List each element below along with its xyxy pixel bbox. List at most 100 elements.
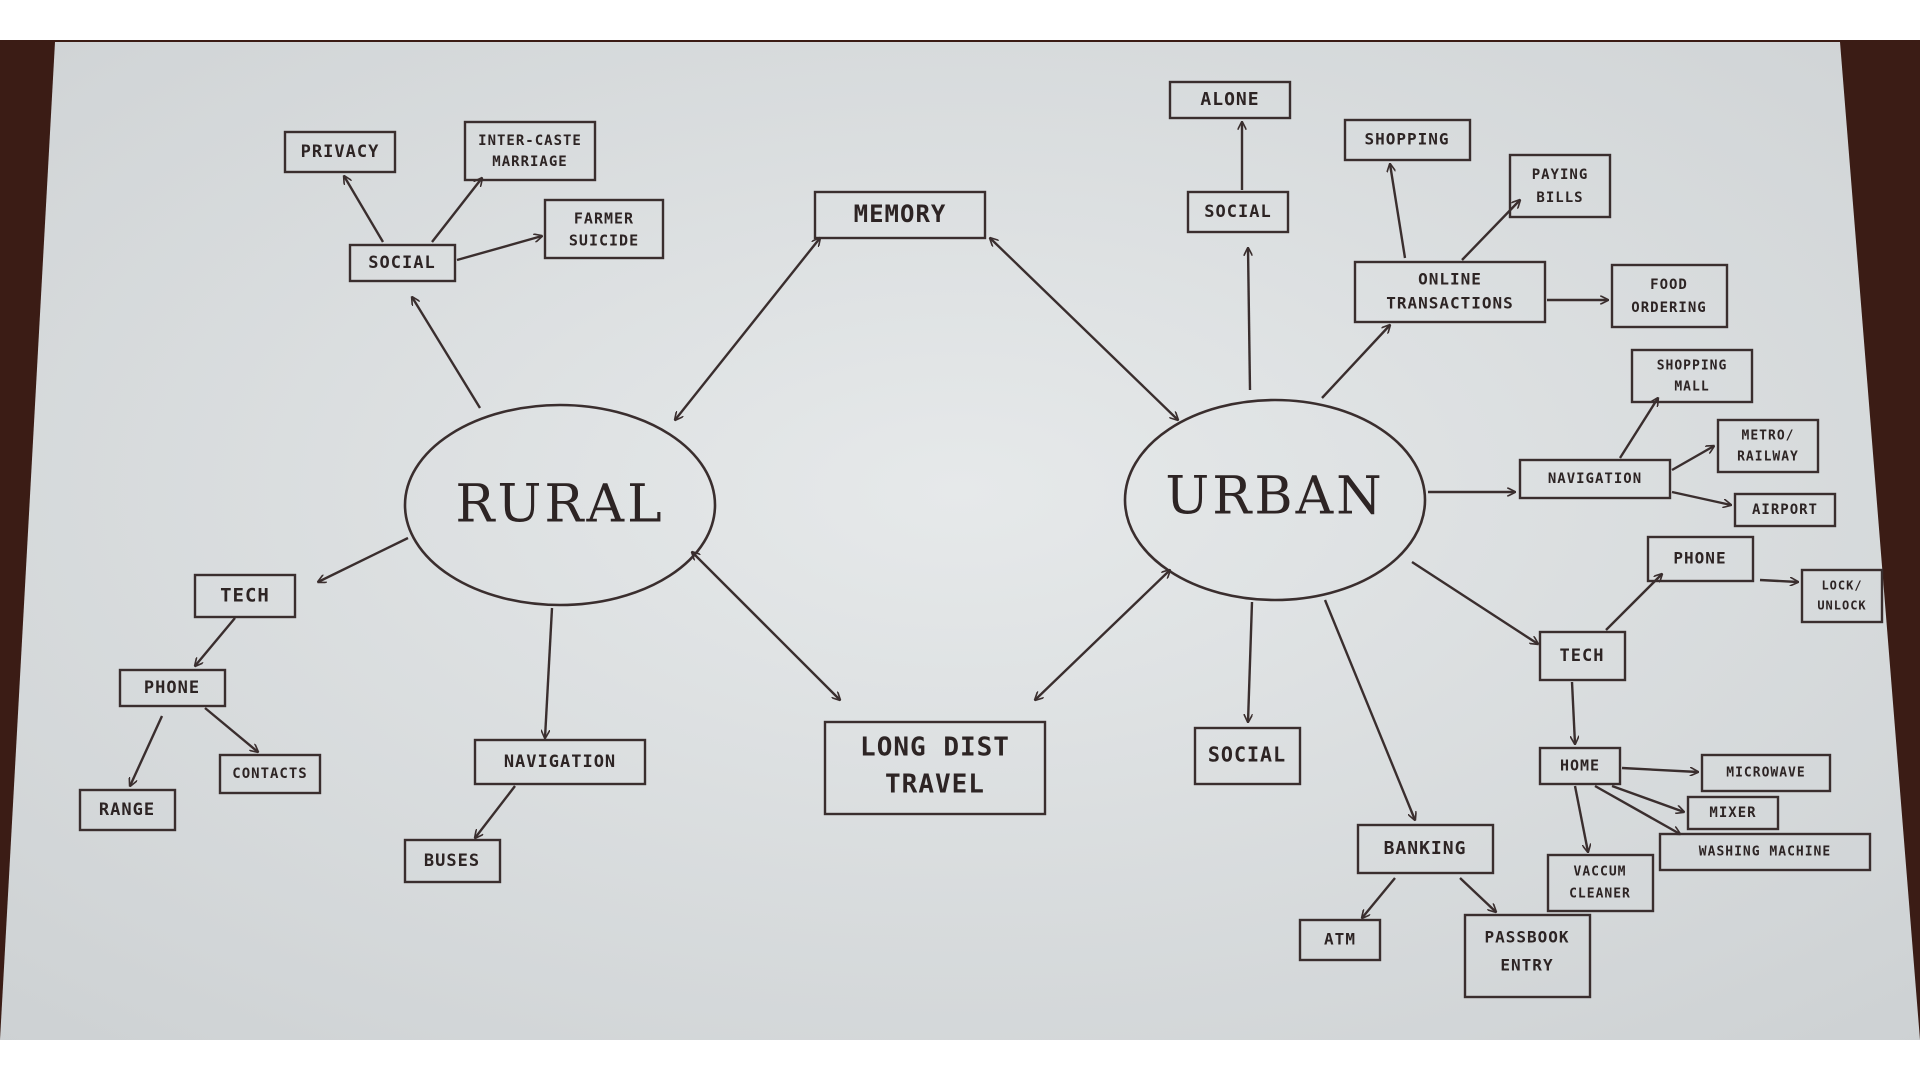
node-microwave-label: MICROWAVE: [1726, 766, 1805, 781]
node-long-dist-travel: LONG DIST TRAVEL: [823, 720, 1047, 816]
node-metro-railway-line2: RAILWAY: [1737, 450, 1799, 465]
hub-rural: RURAL: [403, 403, 717, 607]
node-long-dist-travel-line2: TRAVEL: [885, 770, 985, 800]
node-buses-label: BUSES: [424, 851, 480, 871]
node-urban-social-bottom: SOCIAL: [1193, 726, 1302, 786]
edge-ruralnav-buses: [475, 785, 516, 838]
node-urban-tech: TECH: [1538, 630, 1627, 682]
hub-rural-circle: [403, 403, 717, 607]
node-rural-navigation-label: NAVIGATION: [504, 752, 616, 772]
node-washing-machine: WASHING MACHINE: [1658, 832, 1872, 872]
node-metro-railway: METRO/ RAILWAY: [1716, 418, 1820, 474]
node-shopping-mall-line2: MALL: [1674, 380, 1709, 395]
node-paying-bills: PAYING BILLS: [1508, 153, 1612, 219]
hub-urban-label: URBAN: [1165, 467, 1384, 527]
node-passbook-entry-line2: ENTRY: [1500, 956, 1553, 975]
node-intercaste-marriage: INTER-CASTE MARRIAGE: [463, 120, 597, 182]
edge-urbantech-home: [1572, 681, 1575, 744]
node-urban-phone: PHONE: [1646, 535, 1755, 583]
connector-layer: [130, 122, 1798, 918]
node-alone-label: ALONE: [1200, 89, 1259, 110]
node-shopping-label: SHOPPING: [1364, 130, 1449, 149]
node-privacy: PRIVACY: [283, 130, 397, 174]
hub-urban-circle: [1123, 398, 1427, 602]
edge-memory-urban: [990, 238, 1178, 420]
edge-ruralsocial-intercaste: [431, 178, 482, 243]
node-home-label: HOME: [1560, 757, 1600, 775]
node-urban-navigation-label: NAVIGATION: [1548, 471, 1642, 487]
node-microwave: MICROWAVE: [1700, 753, 1832, 793]
hub-urban: URBAN: [1123, 398, 1427, 602]
node-urban-tech-label: TECH: [1560, 646, 1605, 666]
node-farmer-suicide-line2: SUICIDE: [569, 232, 639, 250]
node-alone: ALONE: [1168, 80, 1292, 120]
edge-rural-social: [412, 297, 482, 409]
node-banking: BANKING: [1356, 823, 1495, 875]
node-online-transactions: ONLINE TRANSACTIONS: [1353, 260, 1547, 324]
edge-urban-online: [1321, 325, 1390, 399]
node-metro-railway-line1: METRO/: [1742, 429, 1795, 444]
node-vaccum-cleaner: VACCUM CLEANER: [1546, 853, 1655, 913]
bottom-margin: [0, 1040, 1920, 1080]
node-rural-navigation: NAVIGATION: [473, 738, 647, 786]
edge-urbannav-mall: [1618, 398, 1658, 459]
node-intercaste-marriage-line1: INTER-CASTE: [478, 133, 582, 149]
node-home: HOME: [1538, 746, 1622, 786]
node-urban-social-bottom-label: SOCIAL: [1208, 743, 1286, 767]
edge-urban-banking: [1323, 599, 1415, 820]
edge-urbanphone-lock: [1759, 580, 1798, 582]
node-paying-bills-line1: PAYING: [1532, 167, 1589, 183]
node-rural-phone: PHONE: [118, 668, 227, 708]
edge-home-mixer: [1611, 784, 1684, 812]
edge-urbannav-metro: [1671, 446, 1714, 472]
node-food-ordering-line2: ORDERING: [1631, 300, 1706, 316]
node-rural-social-label: SOCIAL: [368, 253, 435, 273]
node-long-dist-travel-line1: LONG DIST: [860, 733, 1010, 763]
edge-ruralsocial-privacy: [344, 176, 385, 243]
node-airport-label: AIRPORT: [1752, 502, 1818, 518]
node-memory-label: MEMORY: [854, 200, 947, 228]
node-atm: ATM: [1298, 918, 1382, 962]
node-farmer-suicide-line1: FARMER: [574, 210, 634, 228]
edge-banking-atm: [1362, 877, 1396, 918]
edge-home-washing: [1594, 784, 1680, 834]
edge-urbannav-airport: [1671, 490, 1731, 505]
node-shopping: SHOPPING: [1343, 118, 1472, 162]
node-vaccum-cleaner-line2: CLEANER: [1569, 887, 1631, 902]
node-lock-unlock-line2: UNLOCK: [1817, 599, 1866, 613]
edge-online-shopping: [1390, 164, 1407, 259]
node-food-ordering: FOOD ORDERING: [1610, 263, 1729, 329]
edge-urban-socialbottom: [1248, 601, 1254, 722]
edge-banking-passbook: [1459, 877, 1496, 912]
node-lock-unlock: LOCK/ UNLOCK: [1800, 568, 1884, 624]
node-washing-machine-label: WASHING MACHINE: [1699, 845, 1831, 860]
node-rural-social: SOCIAL: [348, 243, 457, 283]
node-rural-tech-label: TECH: [220, 585, 270, 607]
edge-rural-navigation: [545, 607, 554, 738]
node-mixer-label: MIXER: [1709, 805, 1756, 821]
node-rural-tech: TECH: [193, 573, 297, 619]
edge-home-vaccum: [1573, 785, 1588, 852]
edge-memory-rural: [675, 238, 820, 420]
paper-sheet: [0, 42, 1920, 1040]
edge-ruralsocial-farmer: [456, 236, 542, 262]
node-intercaste-marriage-line2: MARRIAGE: [492, 154, 567, 170]
edge-urban-tech: [1411, 560, 1538, 644]
edge-ruralphone-contacts: [204, 707, 258, 752]
edge-rural-tech: [318, 536, 409, 582]
edge-urbantech-phone: [1605, 574, 1662, 631]
node-atm-label: ATM: [1324, 930, 1356, 949]
node-airport: AIRPORT: [1733, 492, 1837, 528]
node-memory: MEMORY: [813, 190, 987, 240]
node-shopping-mall: SHOPPING MALL: [1630, 348, 1754, 404]
node-contacts-label: CONTACTS: [232, 766, 307, 782]
node-range-label: RANGE: [99, 800, 155, 820]
node-passbook-entry: PASSBOOK ENTRY: [1463, 913, 1592, 999]
edge-home-microwave: [1621, 766, 1698, 772]
node-paying-bills-line2: BILLS: [1536, 190, 1583, 206]
node-food-ordering-line1: FOOD: [1650, 277, 1688, 293]
node-buses: BUSES: [403, 838, 502, 884]
node-vaccum-cleaner-line1: VACCUM: [1574, 865, 1627, 880]
